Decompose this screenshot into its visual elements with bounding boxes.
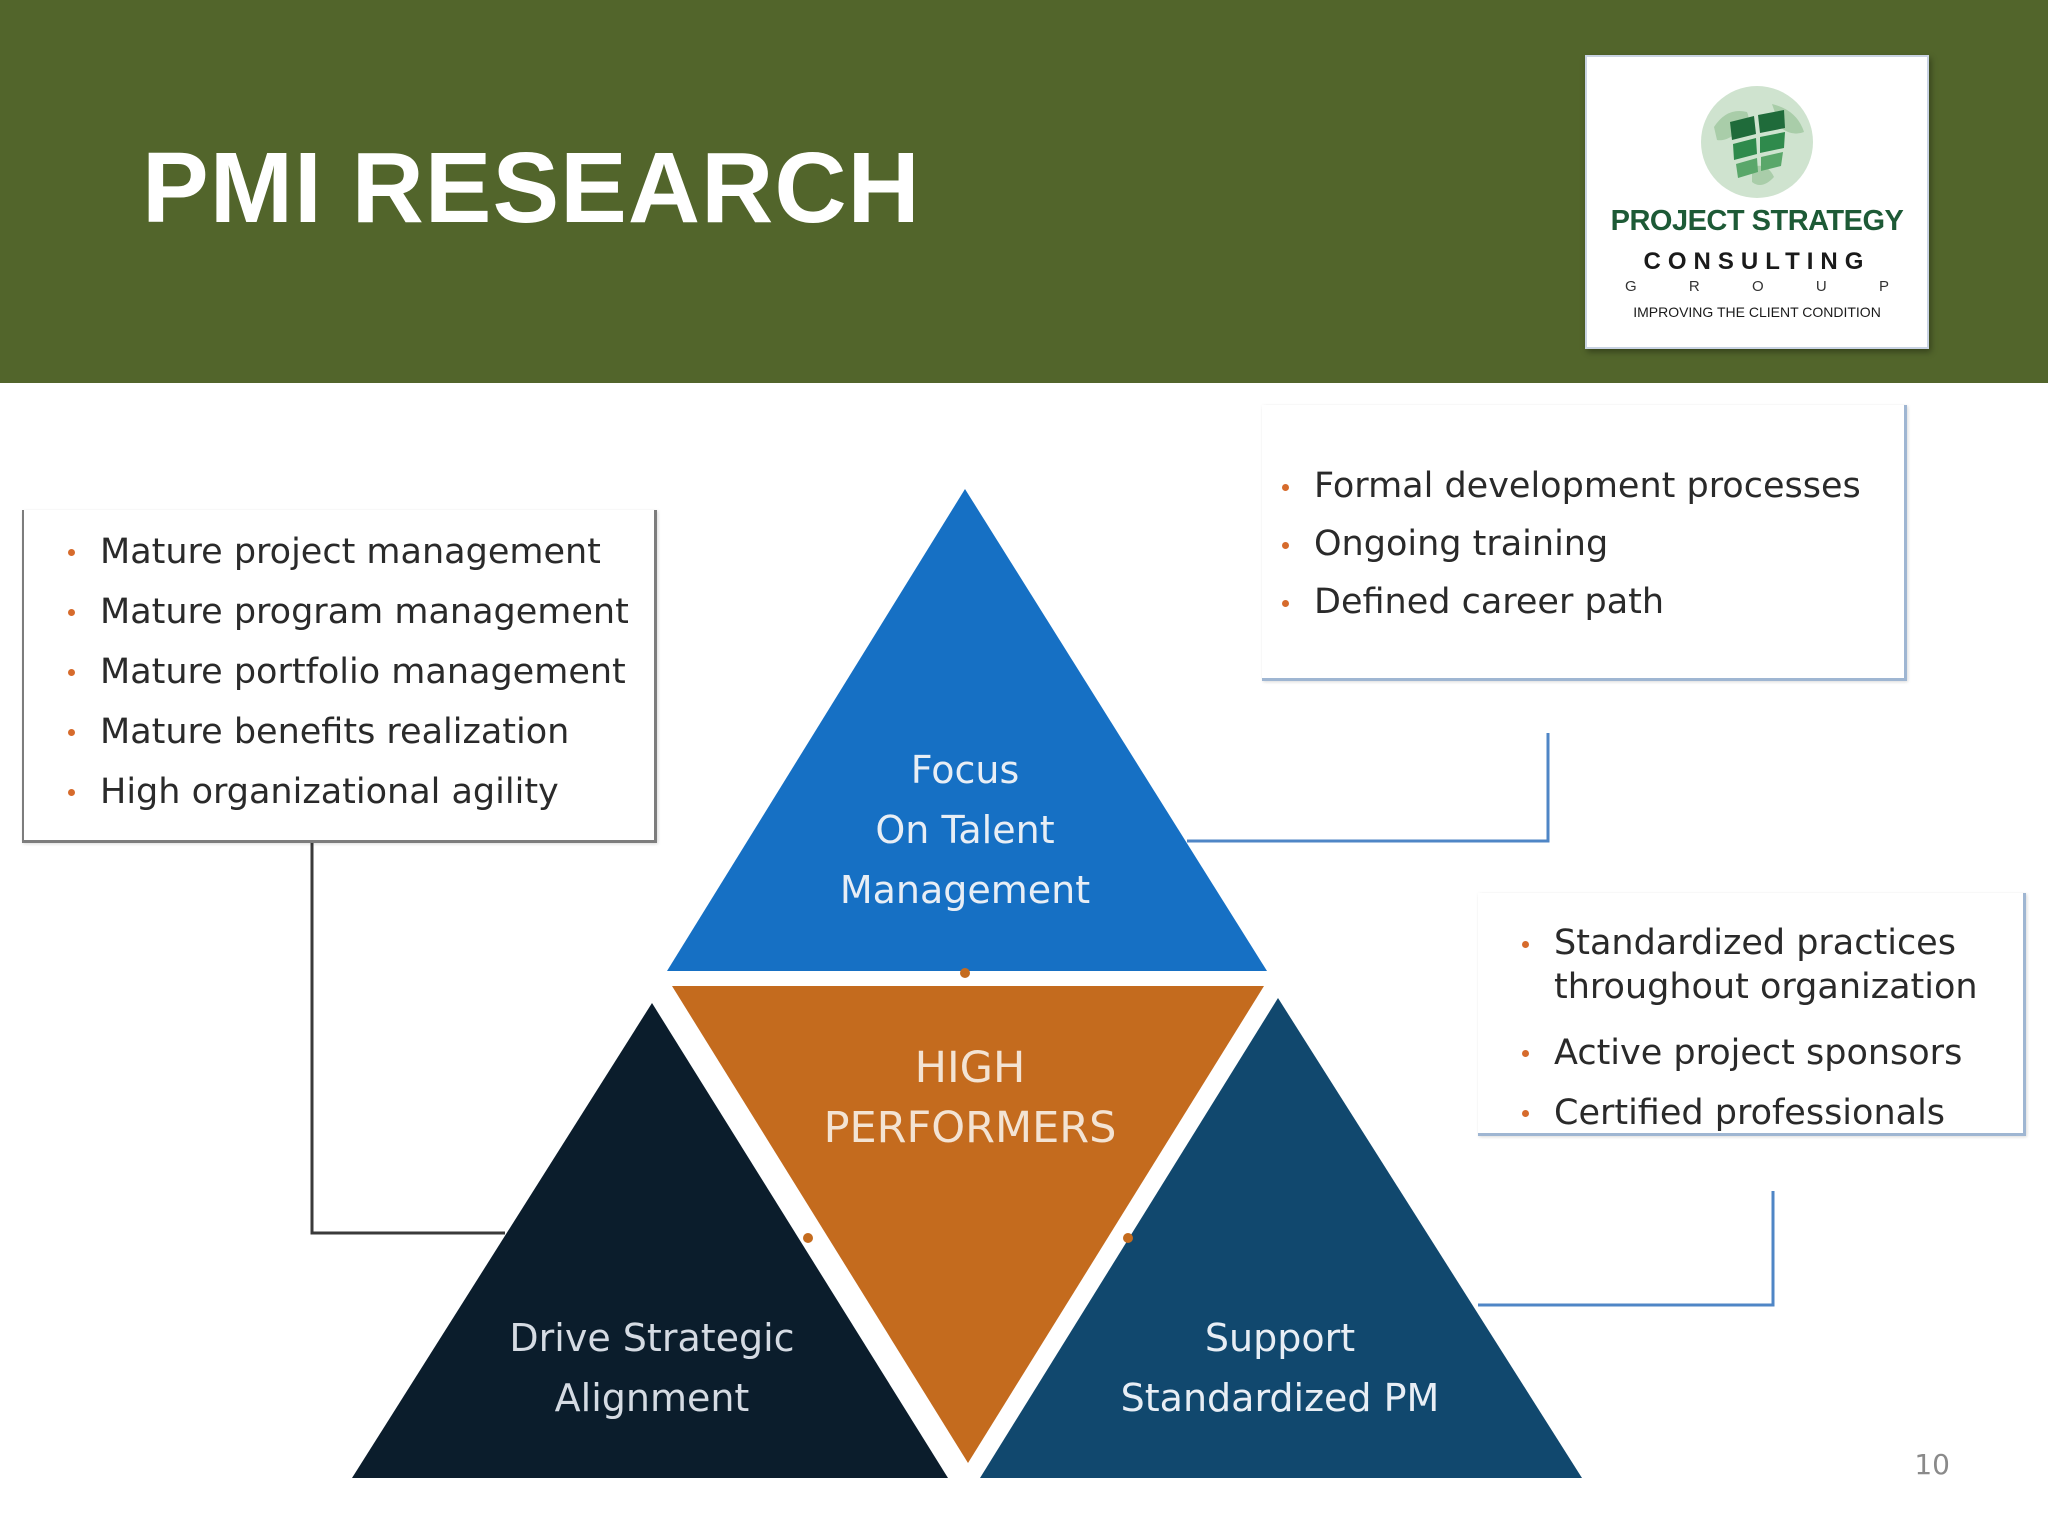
list-item: Ongoing training: [1274, 515, 1904, 573]
list-item: Certified professionals: [1514, 1083, 2023, 1143]
list-item: Standardized practices throughout organi…: [1514, 921, 2023, 1023]
list-item: Formal development processes: [1274, 457, 1904, 515]
page-number: 10: [1914, 1448, 1950, 1481]
list-item: Mature program management: [60, 582, 654, 642]
globe-building-icon: [1701, 86, 1813, 198]
right-triangle-label: Support Standardized PM: [1090, 1308, 1470, 1428]
triangle-left: [352, 1003, 948, 1478]
logo-consulting: CONSULTING: [1643, 248, 1871, 275]
label-line: Standardized PM: [1120, 1376, 1440, 1420]
triangle-top: [667, 489, 1267, 971]
talent-box: Formal development processes Ongoing tra…: [1262, 405, 1907, 681]
triangle-right: [980, 998, 1582, 1478]
joint-dot: [803, 1233, 813, 1243]
logo-group-letter: R: [1688, 278, 1700, 295]
logo-tagline: IMPROVING THE CLIENT CONDITION: [1633, 304, 1881, 320]
connector-left: [310, 840, 505, 1235]
list-item: Mature benefits realization: [60, 702, 654, 762]
logo-group-letter: O: [1751, 278, 1764, 295]
list-item: Active project sponsors: [1514, 1023, 2023, 1083]
logo-group-letter: U: [1815, 278, 1827, 295]
label-line: Support: [1204, 1316, 1356, 1360]
title-banner: PMI RESEARCH PROJECT STRATEGY CONSULTING…: [0, 0, 2048, 383]
company-logo: PROJECT STRATEGY CONSULTING G R O U P IM…: [1585, 55, 1929, 349]
label-line: On Talent: [875, 808, 1055, 852]
left-triangle-label: Drive Strategic Alignment: [462, 1308, 842, 1428]
maturity-box: Mature project management Mature program…: [22, 510, 657, 843]
list-item: Mature project management: [60, 522, 654, 582]
standardized-pm-box: Standardized practices throughout organi…: [1478, 893, 2026, 1136]
label-line: Drive Strategic: [509, 1316, 795, 1360]
joint-dot: [1123, 1233, 1133, 1243]
center-triangle-label: HIGH PERFORMERS: [800, 1038, 1140, 1158]
label-line: Focus: [910, 748, 1020, 792]
label-line: Alignment: [554, 1376, 750, 1420]
top-triangle-label: Focus On Talent Management: [815, 740, 1115, 920]
connector-top-right: [1187, 733, 1550, 843]
list-item: High organizational agility: [60, 762, 654, 822]
label-line: Management: [839, 868, 1091, 912]
connector-mid-right: [1478, 1191, 1775, 1307]
list-item: Defined career path: [1274, 573, 1904, 631]
label-line: PERFORMERS: [823, 1103, 1117, 1153]
triangle-center: [672, 986, 1264, 1463]
joint-dot: [960, 968, 970, 978]
slide-title: PMI RESEARCH: [142, 132, 921, 244]
logo-group-letter: G: [1625, 278, 1637, 295]
logo-group: G R O U P: [1625, 278, 1889, 295]
list-item: Mature portfolio management: [60, 642, 654, 702]
logo-group-letter: P: [1878, 278, 1889, 295]
label-line: HIGH: [914, 1043, 1026, 1093]
logo-name: PROJECT STRATEGY: [1610, 205, 1904, 237]
diagram-graphics: [310, 489, 1775, 1478]
high-performers-diagram: Mature project management Mature program…: [0, 383, 2048, 1536]
